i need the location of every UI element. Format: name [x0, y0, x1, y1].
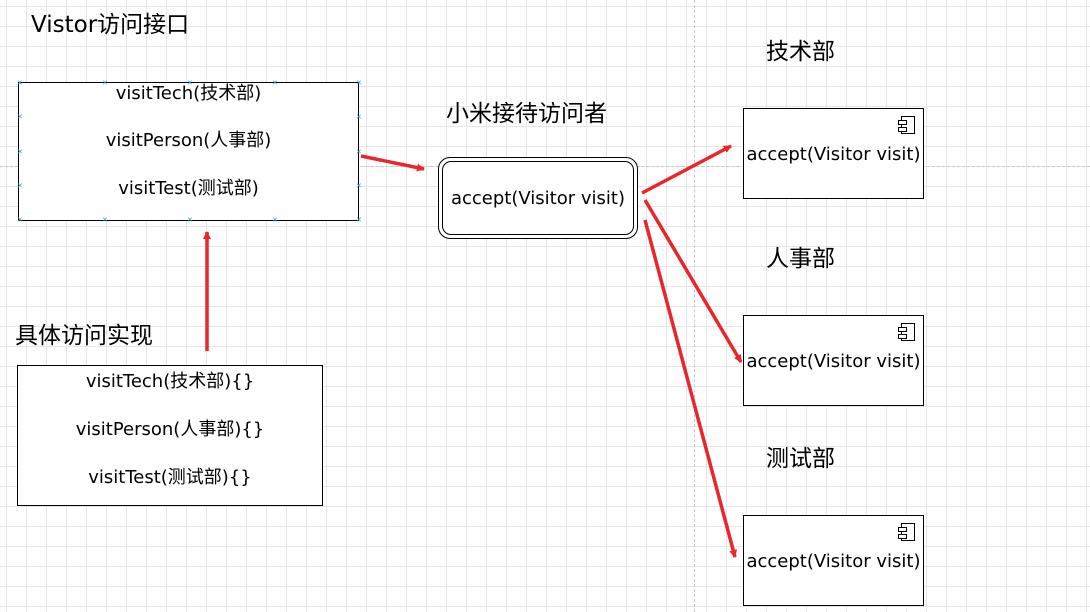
- visit-person-method: visitPerson(人事部): [105, 130, 272, 151]
- vertical-guide-line: [694, 0, 695, 612]
- hr-dept-component[interactable]: accept(Visitor visit): [743, 315, 924, 406]
- selection-handle-icon[interactable]: ✕: [17, 79, 23, 87]
- hr-accept-method: accept(Visitor visit): [746, 351, 921, 372]
- selection-handle-icon[interactable]: ✕: [356, 113, 362, 121]
- implementation-box[interactable]: visitTech(技术部){} visitPerson(人事部){} visi…: [17, 365, 323, 506]
- xiaomi-inner-border: [442, 161, 634, 235]
- impl-visit-person-method: visitPerson(人事部){}: [75, 419, 265, 440]
- xiaomi-to-hr-arrow[interactable]: [643, 199, 743, 363]
- selection-handle-icon[interactable]: ✕: [187, 79, 193, 87]
- impl-visit-tech-method: visitTech(技术部){}: [85, 371, 255, 392]
- visitor-to-xiaomi-arrow[interactable]: [360, 154, 425, 172]
- xiaomi-to-test-arrow[interactable]: [643, 219, 738, 558]
- uml-component-icon: [898, 116, 915, 134]
- selection-handle-icon[interactable]: ✕: [356, 216, 362, 224]
- selection-handle-icon[interactable]: ✕: [356, 148, 362, 156]
- selection-handle-icon[interactable]: ✕: [102, 216, 108, 224]
- tech-dept-component[interactable]: accept(Visitor visit): [743, 108, 924, 199]
- test-dept-title: 测试部: [766, 446, 835, 472]
- selection-handle-icon[interactable]: ✕: [272, 79, 278, 87]
- selection-handle-icon[interactable]: ✕: [102, 79, 108, 87]
- xiaomi-title: 小米接待访问者: [446, 101, 607, 127]
- selection-handle-icon[interactable]: ✕: [17, 113, 23, 121]
- visit-tech-method: visitTech(技术部): [115, 83, 262, 104]
- test-accept-method: accept(Visitor visit): [746, 551, 921, 572]
- xiaomi-accept-method: accept(Visitor visit): [450, 188, 625, 209]
- selection-handle-icon[interactable]: ✕: [17, 216, 23, 224]
- impl-visit-test-method: visitTest(测试部){}: [88, 467, 252, 488]
- selection-handle-icon[interactable]: ✕: [356, 182, 362, 190]
- xiaomi-accept-box[interactable]: accept(Visitor visit): [438, 157, 638, 239]
- xiaomi-to-tech-arrow[interactable]: [641, 144, 732, 195]
- selection-handle-icon[interactable]: ✕: [17, 182, 23, 190]
- selection-handle-icon[interactable]: ✕: [17, 148, 23, 156]
- selection-handle-icon[interactable]: ✕: [272, 216, 278, 224]
- implementation-title: 具体访问实现: [15, 323, 153, 349]
- visit-test-method: visitTest(测试部): [118, 178, 259, 199]
- visitor-interface-title: Vistor访问接口: [31, 12, 190, 38]
- uml-component-icon: [898, 323, 915, 341]
- visitor-interface-box[interactable]: visitTech(技术部) visitPerson(人事部) visitTes…: [17, 79, 362, 224]
- test-dept-component[interactable]: accept(Visitor visit): [743, 515, 924, 606]
- uml-component-icon: [898, 523, 915, 541]
- tech-dept-title: 技术部: [766, 39, 835, 65]
- hr-dept-title: 人事部: [766, 246, 835, 272]
- tech-accept-method: accept(Visitor visit): [746, 144, 921, 165]
- selection-handle-icon[interactable]: ✕: [187, 216, 193, 224]
- selection-handle-icon[interactable]: ✕: [356, 79, 362, 87]
